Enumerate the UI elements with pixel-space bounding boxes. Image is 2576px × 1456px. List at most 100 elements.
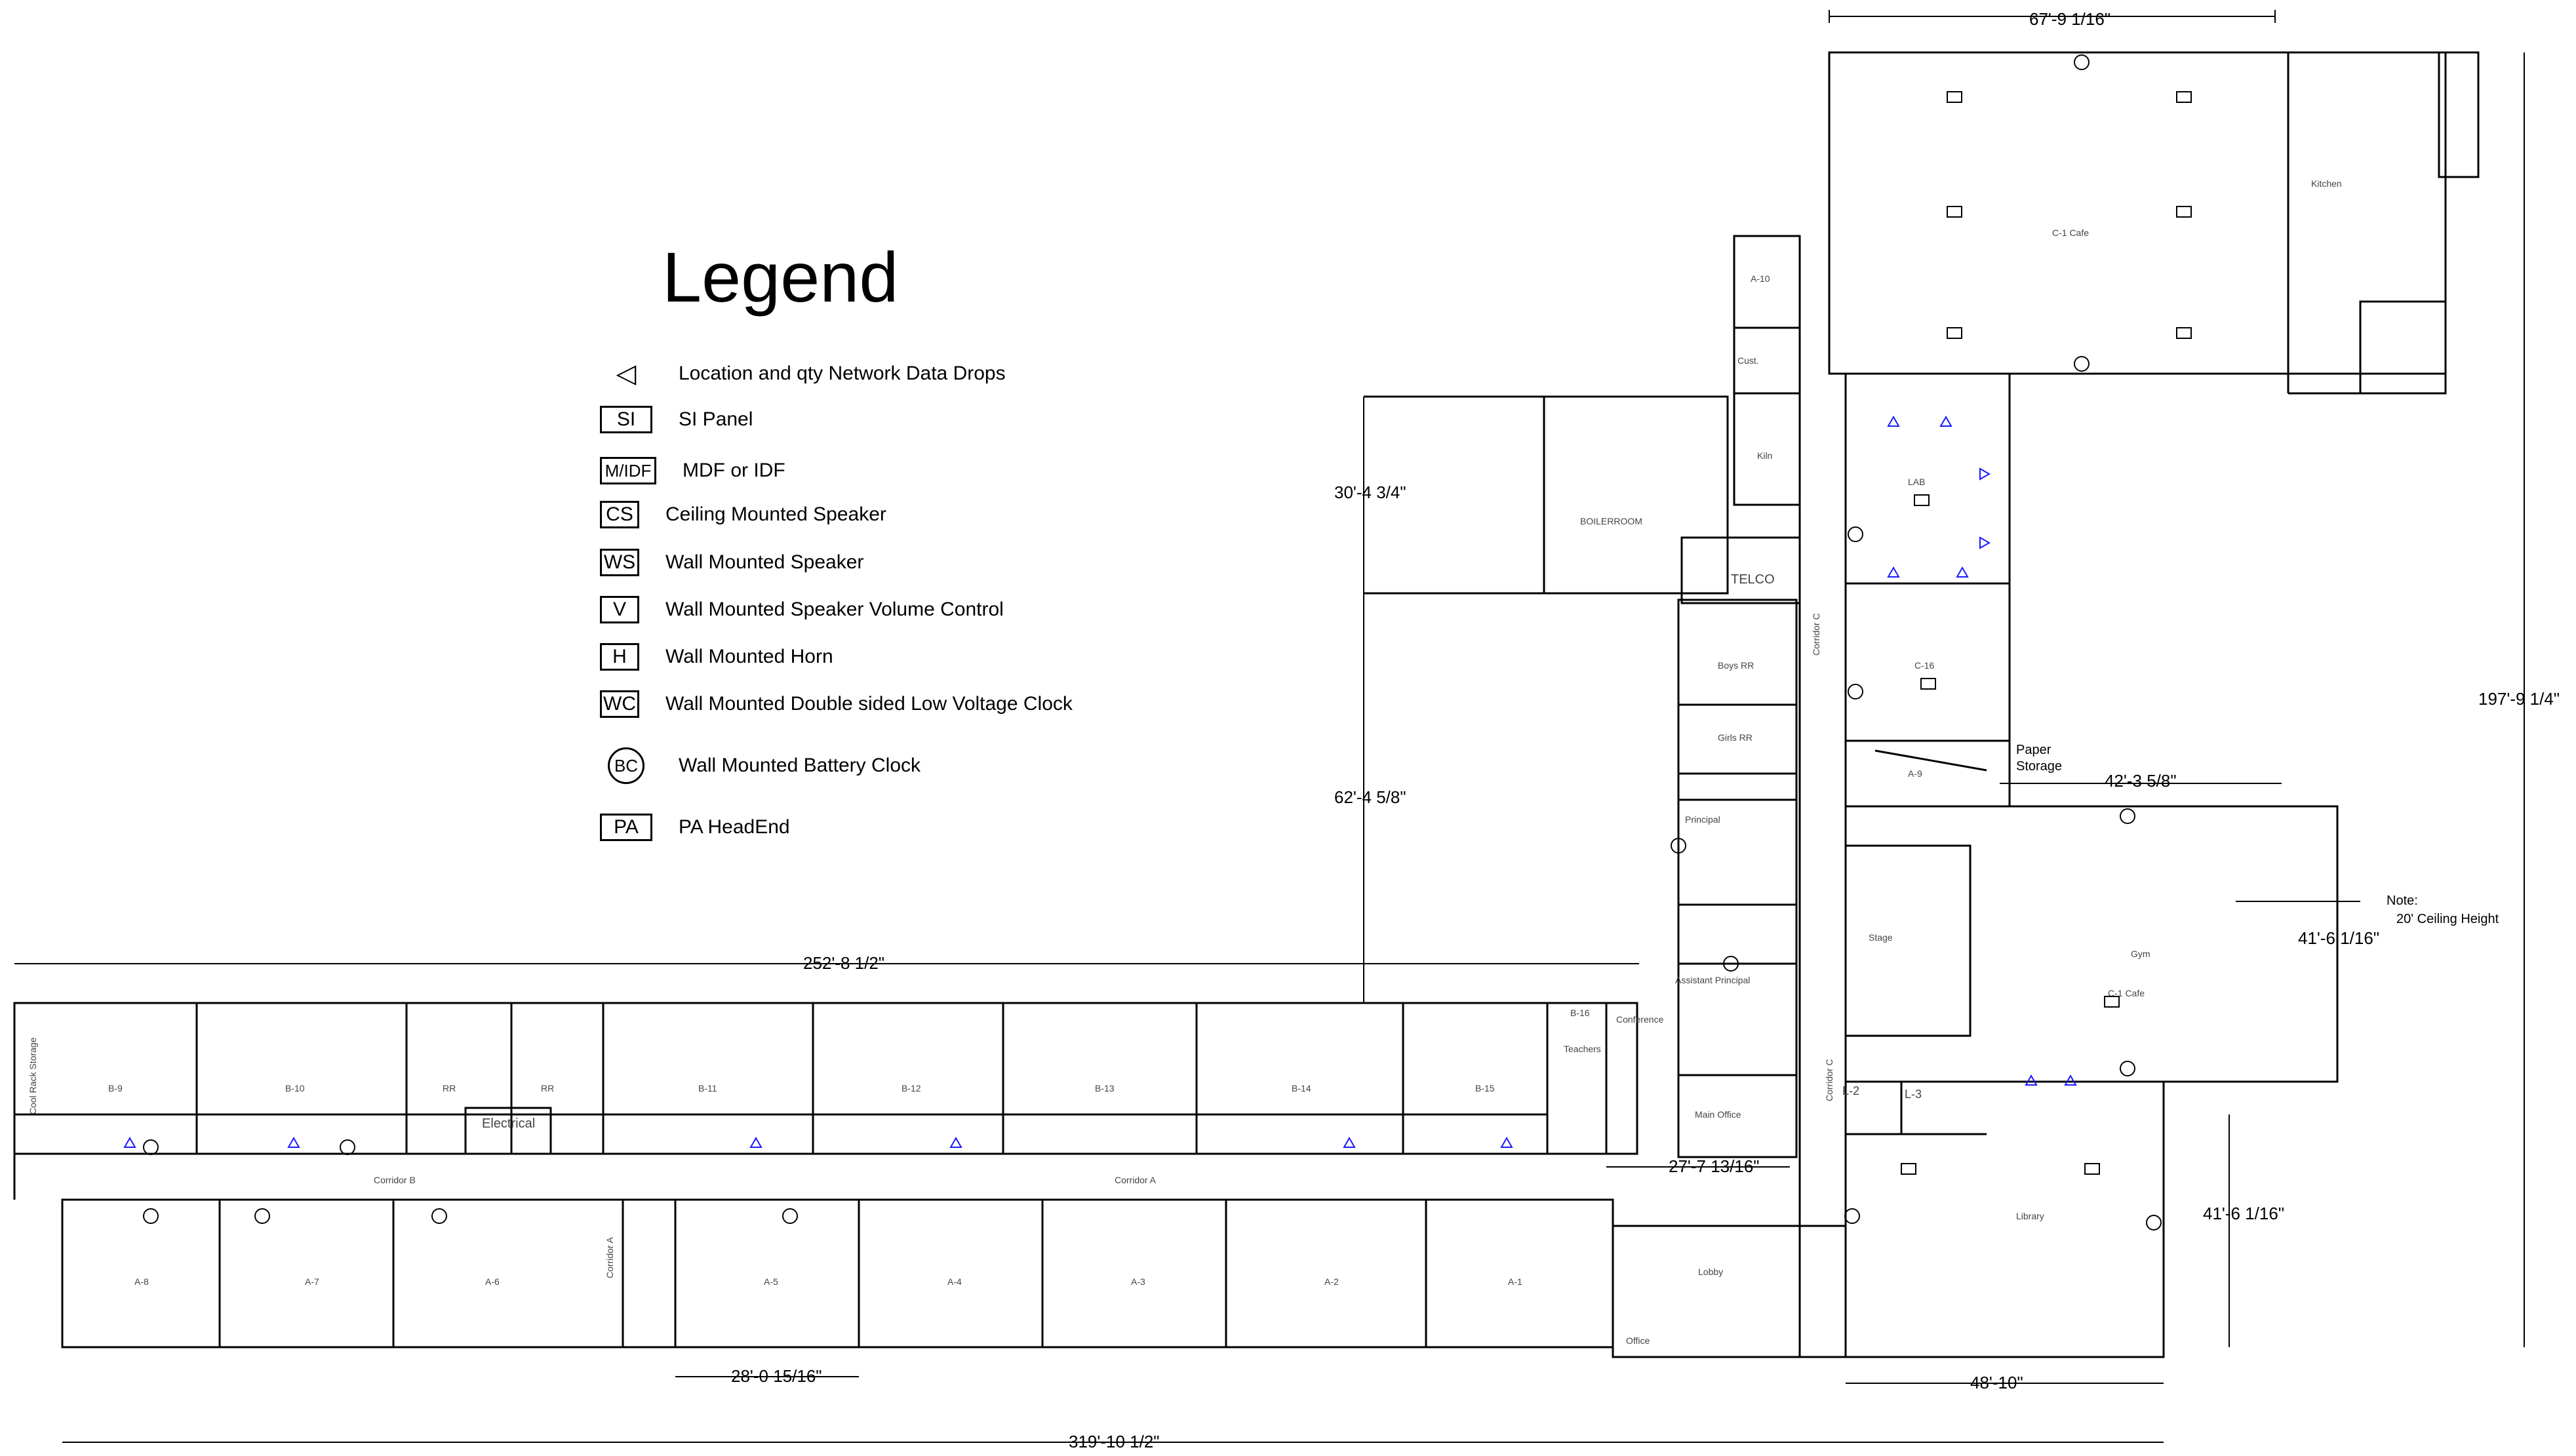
room-a2: A-2	[1324, 1276, 1339, 1287]
room-boys: Boys RR	[1718, 660, 1754, 671]
dim-gym-width: 42'-3 5/8"	[2105, 771, 2177, 791]
boiler-room	[1543, 395, 1729, 595]
legend-label: Wall Mounted Speaker	[665, 551, 864, 573]
legend-label: Ceiling Mounted Speaker	[665, 503, 886, 525]
room-office: Office	[1626, 1335, 1650, 1346]
room-b15: B-15	[1475, 1083, 1495, 1093]
room-b13: B-13	[1095, 1083, 1115, 1093]
room-girls: Girls RR	[1718, 732, 1753, 743]
legend-label: SI Panel	[679, 408, 753, 430]
room-b11: B-11	[698, 1083, 717, 1093]
room-a1: A-1	[1508, 1276, 1522, 1287]
legend-item-pa: PA PA HeadEnd	[600, 808, 790, 847]
room-a8: A-8	[134, 1276, 149, 1287]
room-b14: B-14	[1292, 1083, 1311, 1093]
legend-label: PA HeadEnd	[679, 816, 790, 838]
legend-item-wall-clock: WC Wall Mounted Double sided Low Voltage…	[600, 684, 1073, 724]
room-corridor-a: Corridor A	[1115, 1175, 1157, 1185]
legend-item-horn: H Wall Mounted Horn	[600, 637, 833, 677]
legend-label: MDF or IDF	[683, 460, 785, 481]
dim-classroom: 28'-0 15/16"	[731, 1366, 822, 1386]
legend-label: Wall Mounted Double sided Low Voltage Cl…	[665, 693, 1073, 715]
legend-item-si-panel: SI SI Panel	[600, 400, 753, 439]
legend-item-volume-control: V Wall Mounted Speaker Volume Control	[600, 590, 1004, 629]
room-electrical: Electrical	[482, 1116, 535, 1131]
battery-clock-icon: BC	[608, 747, 644, 784]
room-teachers: Teachers	[1564, 1044, 1601, 1054]
dim-wing-b: 252'-8 1/2"	[803, 953, 884, 973]
room-boiler: BOILERROOM	[1580, 516, 1642, 526]
legend-label: Location and qty Network Data Drops	[679, 363, 1006, 384]
room-conference: Conference	[1616, 1014, 1664, 1025]
note-ceiling-detail: 20' Ceiling Height	[2396, 912, 2499, 926]
note-paper2: Storage	[2016, 759, 2062, 774]
battery-clock-marker	[2074, 54, 2090, 70]
speaker-cs-marker	[1947, 91, 1962, 103]
room-a10: A-10	[1751, 273, 1770, 284]
room-a9: A-9	[1908, 768, 1922, 779]
dim-library-width: 48'-10"	[1970, 1373, 2023, 1392]
room-a6: A-6	[485, 1276, 500, 1287]
room-l3: L-3	[1905, 1088, 1922, 1101]
room-cool-rack: Cool Rack Storage	[28, 1037, 38, 1114]
room-library: Library	[2016, 1211, 2044, 1221]
room-cust: Cust.	[1737, 355, 1759, 366]
legend-label: Wall Mounted Speaker Volume Control	[665, 599, 1004, 620]
data-drop-marker	[1887, 415, 1900, 427]
legend-label: Wall Mounted Battery Clock	[679, 755, 921, 776]
data-drop-icon: ◁	[616, 359, 637, 388]
dim-top: 67'-9 1/16"	[2029, 9, 2110, 29]
room-b12: B-12	[902, 1083, 921, 1093]
note-paper: Paper	[2016, 743, 2051, 757]
room-main-office: Main Office	[1695, 1109, 1741, 1120]
dim-bottom-total: 319'-10 1/2"	[1069, 1432, 1160, 1451]
room-lab: LAB	[1908, 477, 1925, 487]
room-asst-principal: Assistant Principal	[1675, 975, 1750, 985]
room-rr1: RR	[443, 1083, 456, 1093]
room-l2: L-2	[1842, 1084, 1859, 1097]
gym	[1844, 805, 2339, 1083]
pa-headend-icon: PA	[600, 814, 652, 841]
library	[1844, 1080, 2165, 1358]
legend-title: Legend	[662, 237, 899, 317]
room-kitchen: Kitchen	[2311, 178, 2342, 189]
room-rr2: RR	[541, 1083, 554, 1093]
dim-right-total: 197'-9 1/4"	[2478, 689, 2560, 709]
room-a5: A-5	[764, 1276, 778, 1287]
room-corridor-c2: Corridor C	[1824, 1059, 1834, 1101]
room-principal: Principal	[1685, 814, 1720, 825]
legend-label: Wall Mounted Horn	[665, 646, 833, 667]
dim-center: 62'-4 5/8"	[1334, 787, 1406, 807]
room-b9: B-9	[108, 1083, 123, 1093]
horn-icon: H	[600, 643, 639, 671]
dim-boiler: 30'-4 3/4"	[1334, 482, 1406, 502]
mdf-icon: M/IDF	[600, 457, 656, 484]
legend-item-ceiling-speaker: CS Ceiling Mounted Speaker	[600, 495, 886, 534]
room-a3: A-3	[1131, 1276, 1145, 1287]
note-ceiling: Note:	[2387, 894, 2418, 908]
room-b16: B-16	[1570, 1008, 1590, 1018]
dim-main-office: 27'-7 13/16"	[1669, 1156, 1760, 1176]
ceiling-speaker-icon: CS	[600, 501, 639, 528]
legend-item-data-drops: ◁ Location and qty Network Data Drops	[600, 354, 1006, 393]
wall-clock-icon: WC	[600, 690, 639, 718]
room-c16: C-16	[1914, 660, 1935, 671]
legend-item-mdf: M/IDF MDF or IDF	[600, 451, 785, 490]
room-stage: Stage	[1869, 932, 1893, 943]
room-gym: Gym	[2131, 949, 2150, 959]
room-kiln: Kiln	[1757, 450, 1772, 461]
volume-control-icon: V	[600, 596, 639, 623]
cafe-wing	[1828, 51, 2447, 375]
legend-item-battery-clock: BC Wall Mounted Battery Clock	[600, 746, 921, 785]
wall-speaker-icon: WS	[600, 549, 639, 576]
room-telco: TELCO	[1731, 572, 1775, 587]
room-b10: B-10	[285, 1083, 305, 1093]
wing-a	[61, 1198, 1614, 1348]
room-cafe: C-1 Cafe	[2052, 227, 2089, 238]
room-a7: A-7	[305, 1276, 319, 1287]
room-lobby: Lobby	[1698, 1267, 1723, 1277]
dim-gym-height: 41'-6 1/16"	[2298, 928, 2379, 948]
lab	[1844, 372, 2011, 585]
room-corridor-c: Corridor C	[1811, 613, 1821, 656]
